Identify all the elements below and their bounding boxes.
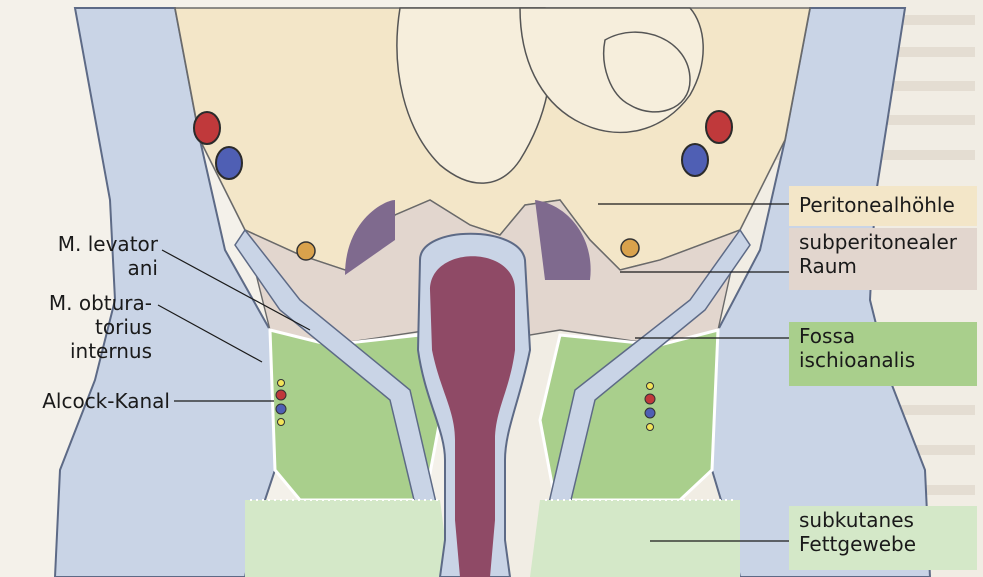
label-fossa-line2: ischioanalis bbox=[799, 348, 967, 372]
label-ischioanal-fossa: Fossa ischioanalis bbox=[789, 322, 977, 386]
left-ureter bbox=[297, 242, 315, 260]
label-levator-line2: ani bbox=[18, 256, 158, 280]
label-obturator-internus: M. obtura- torius internus bbox=[18, 291, 152, 363]
right-ureter bbox=[621, 239, 639, 257]
label-levator-line1: M. levator bbox=[18, 232, 158, 256]
left-iliac-artery bbox=[194, 112, 220, 144]
left-subcutaneous-fat bbox=[245, 500, 450, 577]
left-iliac-vein bbox=[216, 147, 242, 179]
label-subcutaneous-line2: Fettgewebe bbox=[799, 532, 967, 556]
label-peritoneal-cavity: Peritonealhöhle bbox=[789, 186, 977, 226]
label-subperitoneal-line1: subperitonealer bbox=[799, 230, 967, 254]
label-fossa-line1: Fossa bbox=[799, 324, 967, 348]
label-obturator-line3: internus bbox=[18, 339, 152, 363]
right-iliac-artery bbox=[706, 111, 732, 143]
right-subcutaneous-fat bbox=[530, 500, 740, 577]
label-obturator-line2: torius bbox=[18, 315, 152, 339]
label-subcutaneous-line1: subkutanes bbox=[799, 508, 967, 532]
label-levator-ani: M. levator ani bbox=[18, 232, 158, 280]
right-iliac-vein bbox=[682, 144, 708, 176]
label-subperitoneal-line2: Raum bbox=[799, 254, 967, 278]
label-alcock-canal: Alcock-Kanal bbox=[18, 389, 170, 413]
label-subperitoneal-space: subperitonealer Raum bbox=[789, 228, 977, 290]
label-obturator-line1: M. obtura- bbox=[18, 291, 152, 315]
label-subcutaneous-fat: subkutanes Fettgewebe bbox=[789, 506, 977, 570]
label-peritoneal-text: Peritonealhöhle bbox=[799, 193, 955, 217]
